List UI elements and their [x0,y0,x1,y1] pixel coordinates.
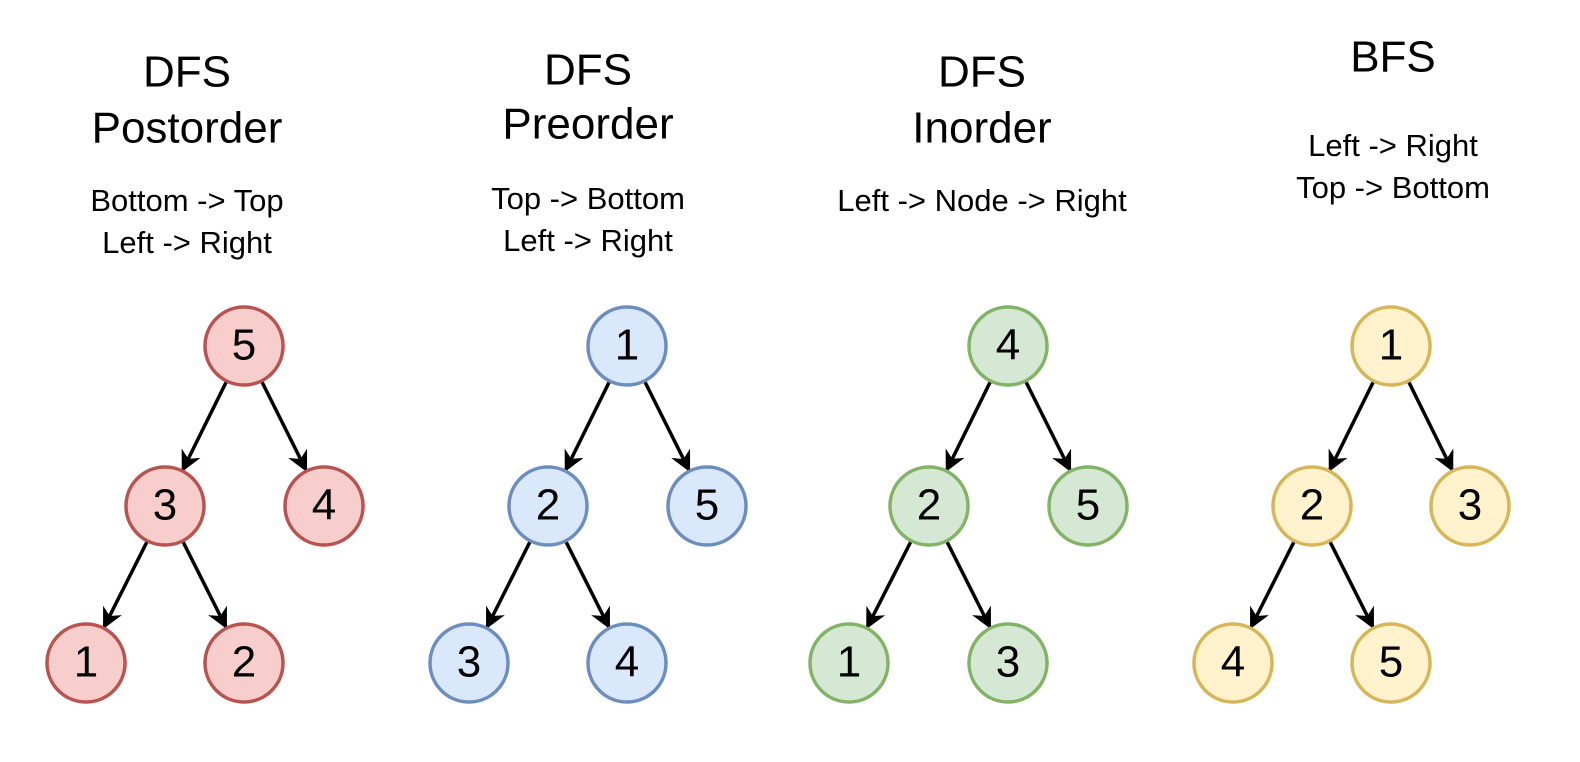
tree-node: 1 [45,622,127,704]
tree-node: 2 [888,465,970,547]
tree-node: 2 [507,465,589,547]
node-circle [888,465,970,547]
tree-node: 1 [808,622,890,704]
edge-arrow [1327,540,1375,630]
node-label: 2 [1300,481,1324,530]
node-label: 1 [615,321,639,370]
tree-node: 4 [967,305,1049,387]
diagram-subtitle-line: Left -> Right [1308,128,1478,163]
node-circle [45,622,127,704]
diagram-title-line: Inorder [912,104,1051,153]
diagram-title-line: DFS [544,46,632,95]
tree-node: 1 [1350,305,1432,387]
edge-arrow [642,380,691,473]
diagram-subtitle-line: Top -> Bottom [1296,170,1490,205]
node-circle [586,305,668,387]
node-circle [1429,465,1511,547]
diagram-title-line: BFS [1350,33,1436,82]
node-circle [1271,465,1353,547]
node-circle [666,465,748,547]
edge-arrow [1406,380,1454,473]
tree-node: 5 [1350,622,1432,704]
diagram-title-line: DFS [143,48,231,97]
node-label: 3 [1458,481,1482,530]
node-circle [283,465,365,547]
node-label: 5 [1076,481,1100,530]
diagram-subtitle-line: Left -> Right [503,223,673,258]
tree-node: 3 [124,465,206,547]
node-circle [1047,465,1129,547]
node-circle [586,622,668,704]
tree-node: 4 [586,622,668,704]
node-circle [967,305,1049,387]
tree-node: 2 [203,622,285,704]
diagram-subtitle-line: Left -> Right [102,225,272,260]
tree-node: 2 [1271,465,1353,547]
node-circle [428,622,510,704]
tree-node: 3 [428,622,510,704]
node-label: 2 [917,481,941,530]
node-circle [1350,305,1432,387]
diagram-subtitle-line: Bottom -> Top [90,183,283,218]
node-label: 1 [74,638,98,687]
edge-arrow [944,540,992,630]
node-circle [203,622,285,704]
node-label: 5 [695,481,719,530]
node-label: 5 [1379,638,1403,687]
node-label: 3 [996,638,1020,687]
node-label: 1 [1379,321,1403,370]
diagram-subtitle-line: Left -> Node -> Right [837,183,1127,218]
edge-arrow [564,380,612,473]
tree-node: 3 [1429,465,1511,547]
node-circle [203,305,285,387]
edge-arrow [102,540,150,630]
node-circle [507,465,589,547]
edge-arrow [181,380,229,473]
node-label: 3 [457,638,481,687]
tree-node: 1 [586,305,668,387]
node-circle [808,622,890,704]
tree-node: 4 [1192,622,1274,704]
node-label: 4 [1221,638,1245,687]
edge-arrow [1023,380,1072,473]
edge-arrow [485,540,533,630]
node-circle [124,465,206,547]
edge-arrow [865,539,913,630]
node-label: 4 [615,638,639,687]
node-label: 2 [536,481,560,530]
node-label: 2 [232,638,256,687]
node-label: 5 [232,321,256,370]
edge-arrow [563,540,611,630]
tree-node: 5 [666,465,748,547]
node-label: 4 [996,321,1020,370]
node-circle [1350,622,1432,704]
tree-node: 5 [203,305,285,387]
node-label: 3 [153,481,177,530]
edge-arrow [1328,380,1376,473]
diagram-subtitle-line: Top -> Bottom [491,181,685,216]
diagram-title-line: DFS [938,48,1026,97]
node-label: 4 [312,481,336,530]
edge-arrow [180,540,228,630]
diagram-title-line: Postorder [92,104,283,153]
tree-node: 5 [1047,465,1129,547]
tree-node: 4 [283,465,365,547]
edge-arrow [1249,540,1297,630]
tree-node: 3 [967,622,1049,704]
edge-arrow [259,380,308,473]
node-circle [1192,622,1274,704]
edge-arrow [945,380,993,473]
node-circle [967,622,1049,704]
diagram-title-line: Preorder [502,100,673,149]
node-label: 1 [837,638,861,687]
